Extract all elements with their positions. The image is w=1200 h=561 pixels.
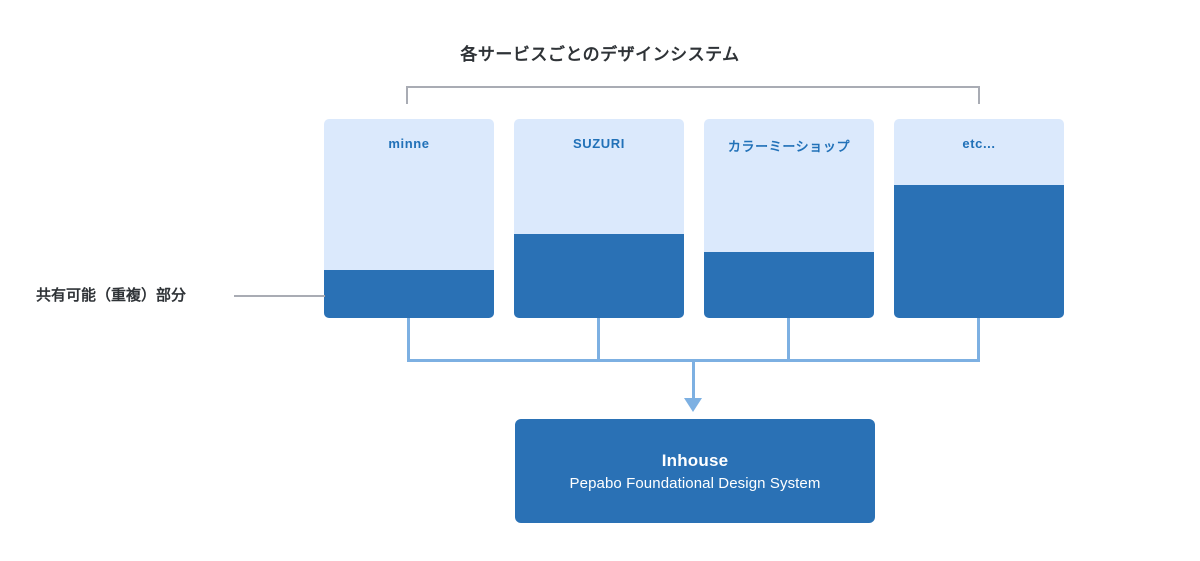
arrow-shaft-to-inhouse: [692, 359, 695, 402]
shared-portion-fill-suzuri: [514, 234, 684, 318]
service-card-minne[interactable]: minne: [324, 119, 494, 318]
service-card-suzuri[interactable]: SUZURI: [514, 119, 684, 318]
connector-stub-colorme: [787, 318, 790, 362]
connector-stub-etc: [977, 318, 980, 362]
shared-portion-annotation-label: 共有可能（重複）部分: [36, 287, 187, 304]
service-label-minne: minne: [388, 136, 430, 151]
diagram-title: 各サービスごとのデザインシステム: [460, 45, 740, 64]
service-card-colorme[interactable]: カラーミーショップ: [704, 119, 874, 318]
inhouse-title: Inhouse: [661, 450, 729, 470]
service-label-etc: etc...: [962, 136, 996, 151]
connector-stub-minne: [407, 318, 410, 362]
service-card-etc[interactable]: etc...: [894, 119, 1064, 318]
connector-stub-suzuri: [597, 318, 600, 362]
service-label-colorme: カラーミーショップ: [727, 139, 851, 154]
service-label-suzuri: SUZURI: [573, 136, 625, 151]
services-group-bracket: [406, 86, 980, 104]
shared-portion-fill-minne: [324, 270, 494, 318]
arrow-head-icon: [684, 398, 702, 412]
inhouse-subtitle: Pepabo Foundational Design System: [569, 474, 821, 492]
shared-portion-fill-colorme: [704, 252, 874, 318]
shared-portion-annotation-leader-line: [234, 295, 325, 297]
shared-portion-fill-etc: [894, 184, 1064, 318]
inhouse-foundation-box[interactable]: Inhouse Pepabo Foundational Design Syste…: [515, 419, 875, 523]
